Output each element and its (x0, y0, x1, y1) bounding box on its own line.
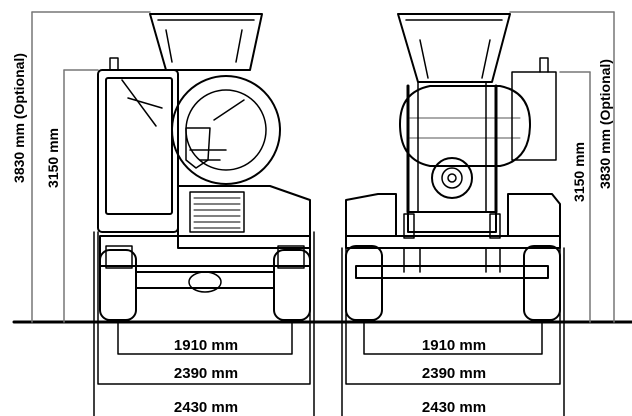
rear-beacon (539, 57, 549, 73)
front-beacon (109, 57, 119, 71)
width-dimension-lines (93, 231, 565, 416)
left-outer-height-label: 3830 mm (Optional) (11, 53, 27, 183)
front-grille (189, 191, 245, 233)
front-body (177, 185, 311, 249)
rear-drum (399, 85, 531, 167)
rear-bumper (355, 265, 549, 279)
right-track-inner-label: 1910 mm (422, 337, 486, 354)
front-view-vehicle (97, 13, 311, 321)
rear-chassis (345, 235, 561, 249)
left-track-mid-label: 2390 mm (174, 365, 238, 382)
left-track-outer-label: 2430 mm (174, 399, 238, 416)
left-inner-height-label: 3150 mm (45, 128, 61, 188)
dimension-lines (31, 11, 615, 323)
front-drum (171, 75, 281, 185)
rear-right-wheel (523, 245, 561, 321)
left-track-inner-label: 1910 mm (174, 337, 238, 354)
right-outer-height-label: 3830 mm (Optional) (597, 59, 613, 189)
right-track-outer-label: 2430 mm (422, 399, 486, 416)
rear-side-box (511, 71, 557, 161)
rear-drum-hub (431, 157, 473, 199)
rear-body (345, 193, 397, 237)
right-track-mid-label: 2390 mm (422, 365, 486, 382)
front-axle (135, 271, 275, 289)
front-cab-window (105, 77, 173, 215)
rear-left-wheel (345, 245, 383, 321)
front-hopper (149, 13, 263, 71)
rear-view-vehicle (345, 13, 561, 321)
right-inner-height-label: 3150 mm (571, 142, 587, 202)
front-cab (97, 69, 179, 233)
rear-hopper (397, 13, 511, 83)
